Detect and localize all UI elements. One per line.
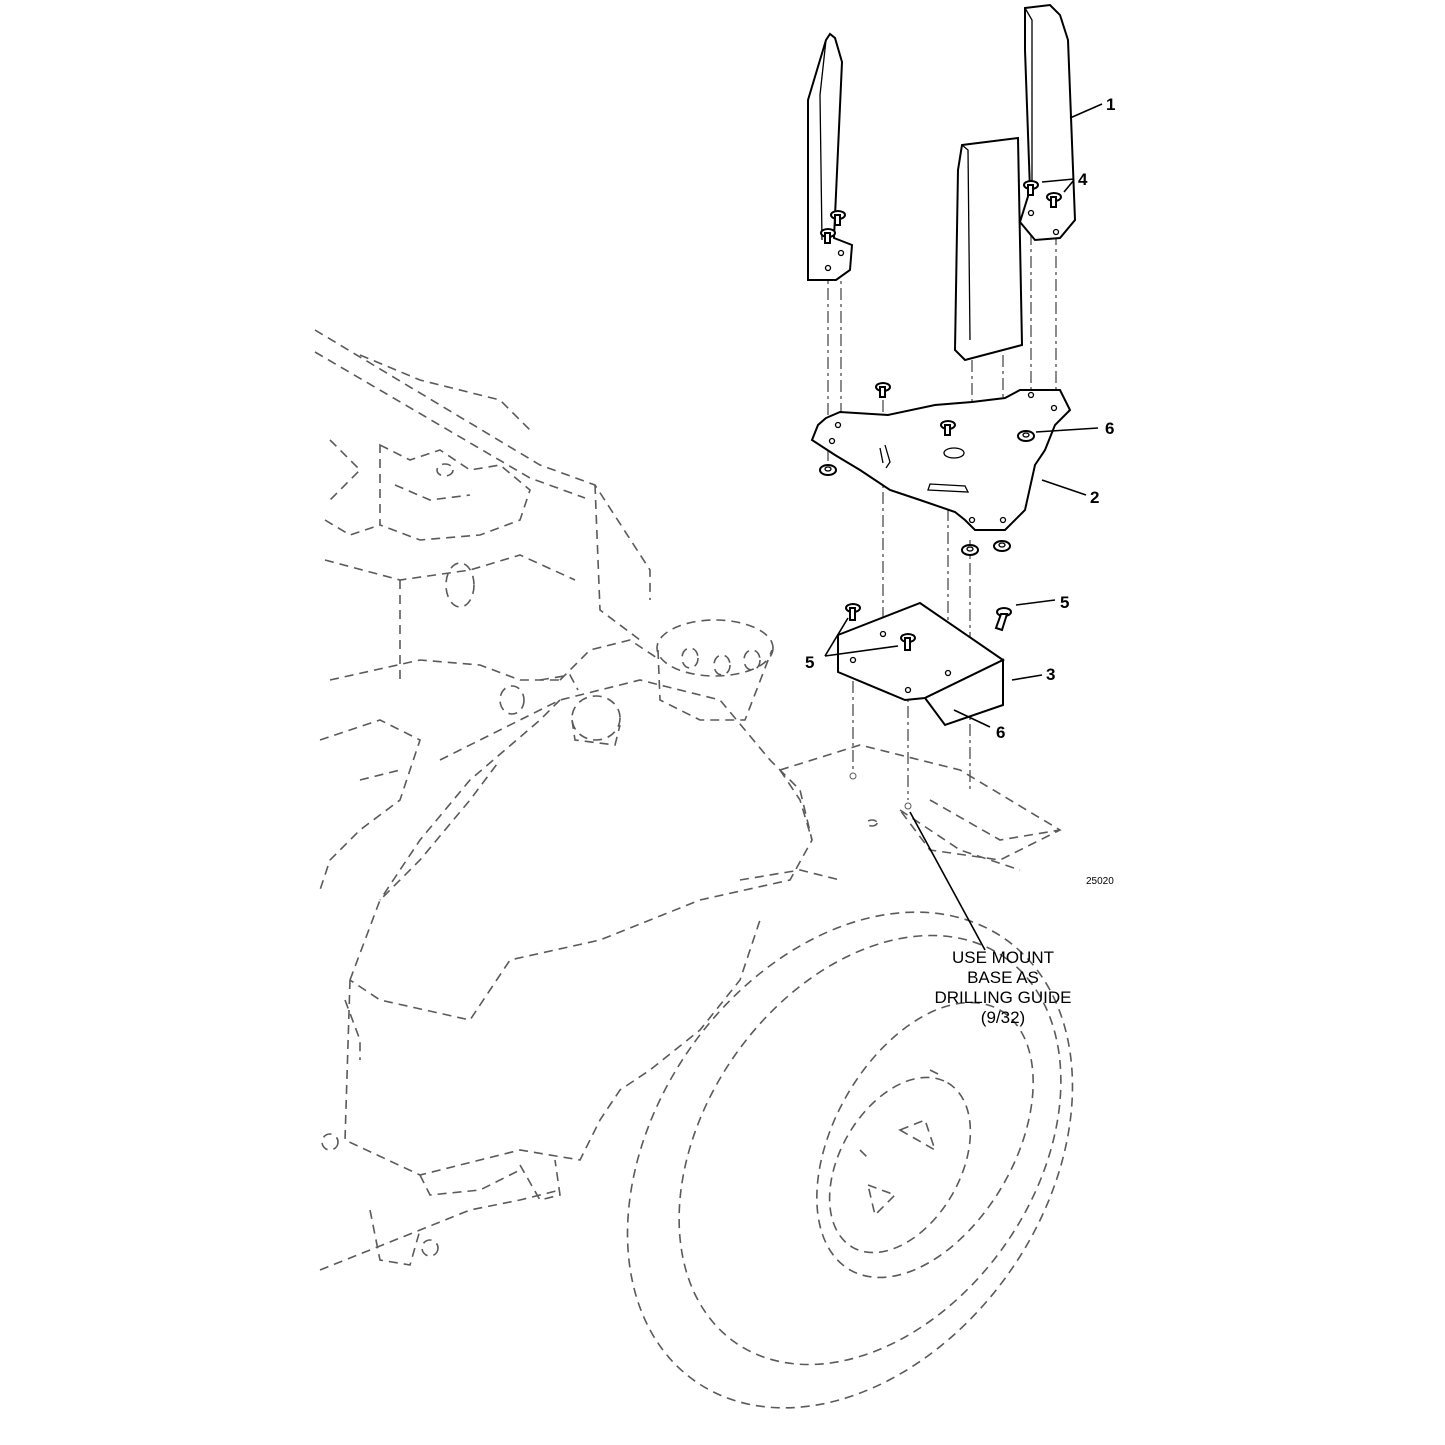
callout-2: 2: [1090, 488, 1099, 507]
bolt-icon: [900, 633, 916, 651]
bolt-icon: [1046, 192, 1062, 208]
bolt-icon: [845, 603, 861, 621]
bolt-icon: [940, 420, 956, 436]
callout-1: 1: [1106, 95, 1115, 114]
callout-5-right: 5: [1060, 593, 1069, 612]
drilling-note-line-2: BASE AS: [967, 968, 1039, 987]
bolt-set-5: [845, 603, 1012, 651]
callout-4: 4: [1078, 170, 1088, 189]
drilling-note-line-4: (9/32): [981, 1008, 1025, 1027]
bolt-icon: [1023, 180, 1039, 196]
bolt-icon: [875, 382, 891, 398]
leader-lines: [824, 103, 1103, 951]
bolt-icon: [820, 228, 836, 244]
shield-center: [953, 136, 1024, 362]
nut-icon: [961, 544, 979, 556]
drilling-note-line-1: USE MOUNT: [952, 948, 1054, 967]
nut-icon: [1017, 430, 1035, 442]
mounting-plate: [810, 389, 1072, 531]
machine-phantom-outline: [314, 329, 1074, 1409]
shield-left: [807, 32, 854, 281]
bolt-set-4: [820, 180, 1062, 244]
plate-bolts: [875, 382, 956, 436]
callout-3: 3: [1046, 665, 1055, 684]
bolt-icon: [994, 607, 1012, 632]
callout-6-lower: 6: [996, 723, 1005, 742]
callout-6-upper: 6: [1105, 419, 1114, 438]
nut-icon: [819, 464, 837, 476]
shield-right: [1018, 3, 1077, 242]
callout-5-left: 5: [805, 653, 814, 672]
figure-number: 25020: [1086, 876, 1114, 887]
bolt-icon: [830, 210, 846, 226]
mount-base-bracket: [837, 601, 1005, 727]
nut-icon: [993, 540, 1011, 552]
drilling-note-line-3: DRILLING GUIDE: [935, 988, 1072, 1007]
